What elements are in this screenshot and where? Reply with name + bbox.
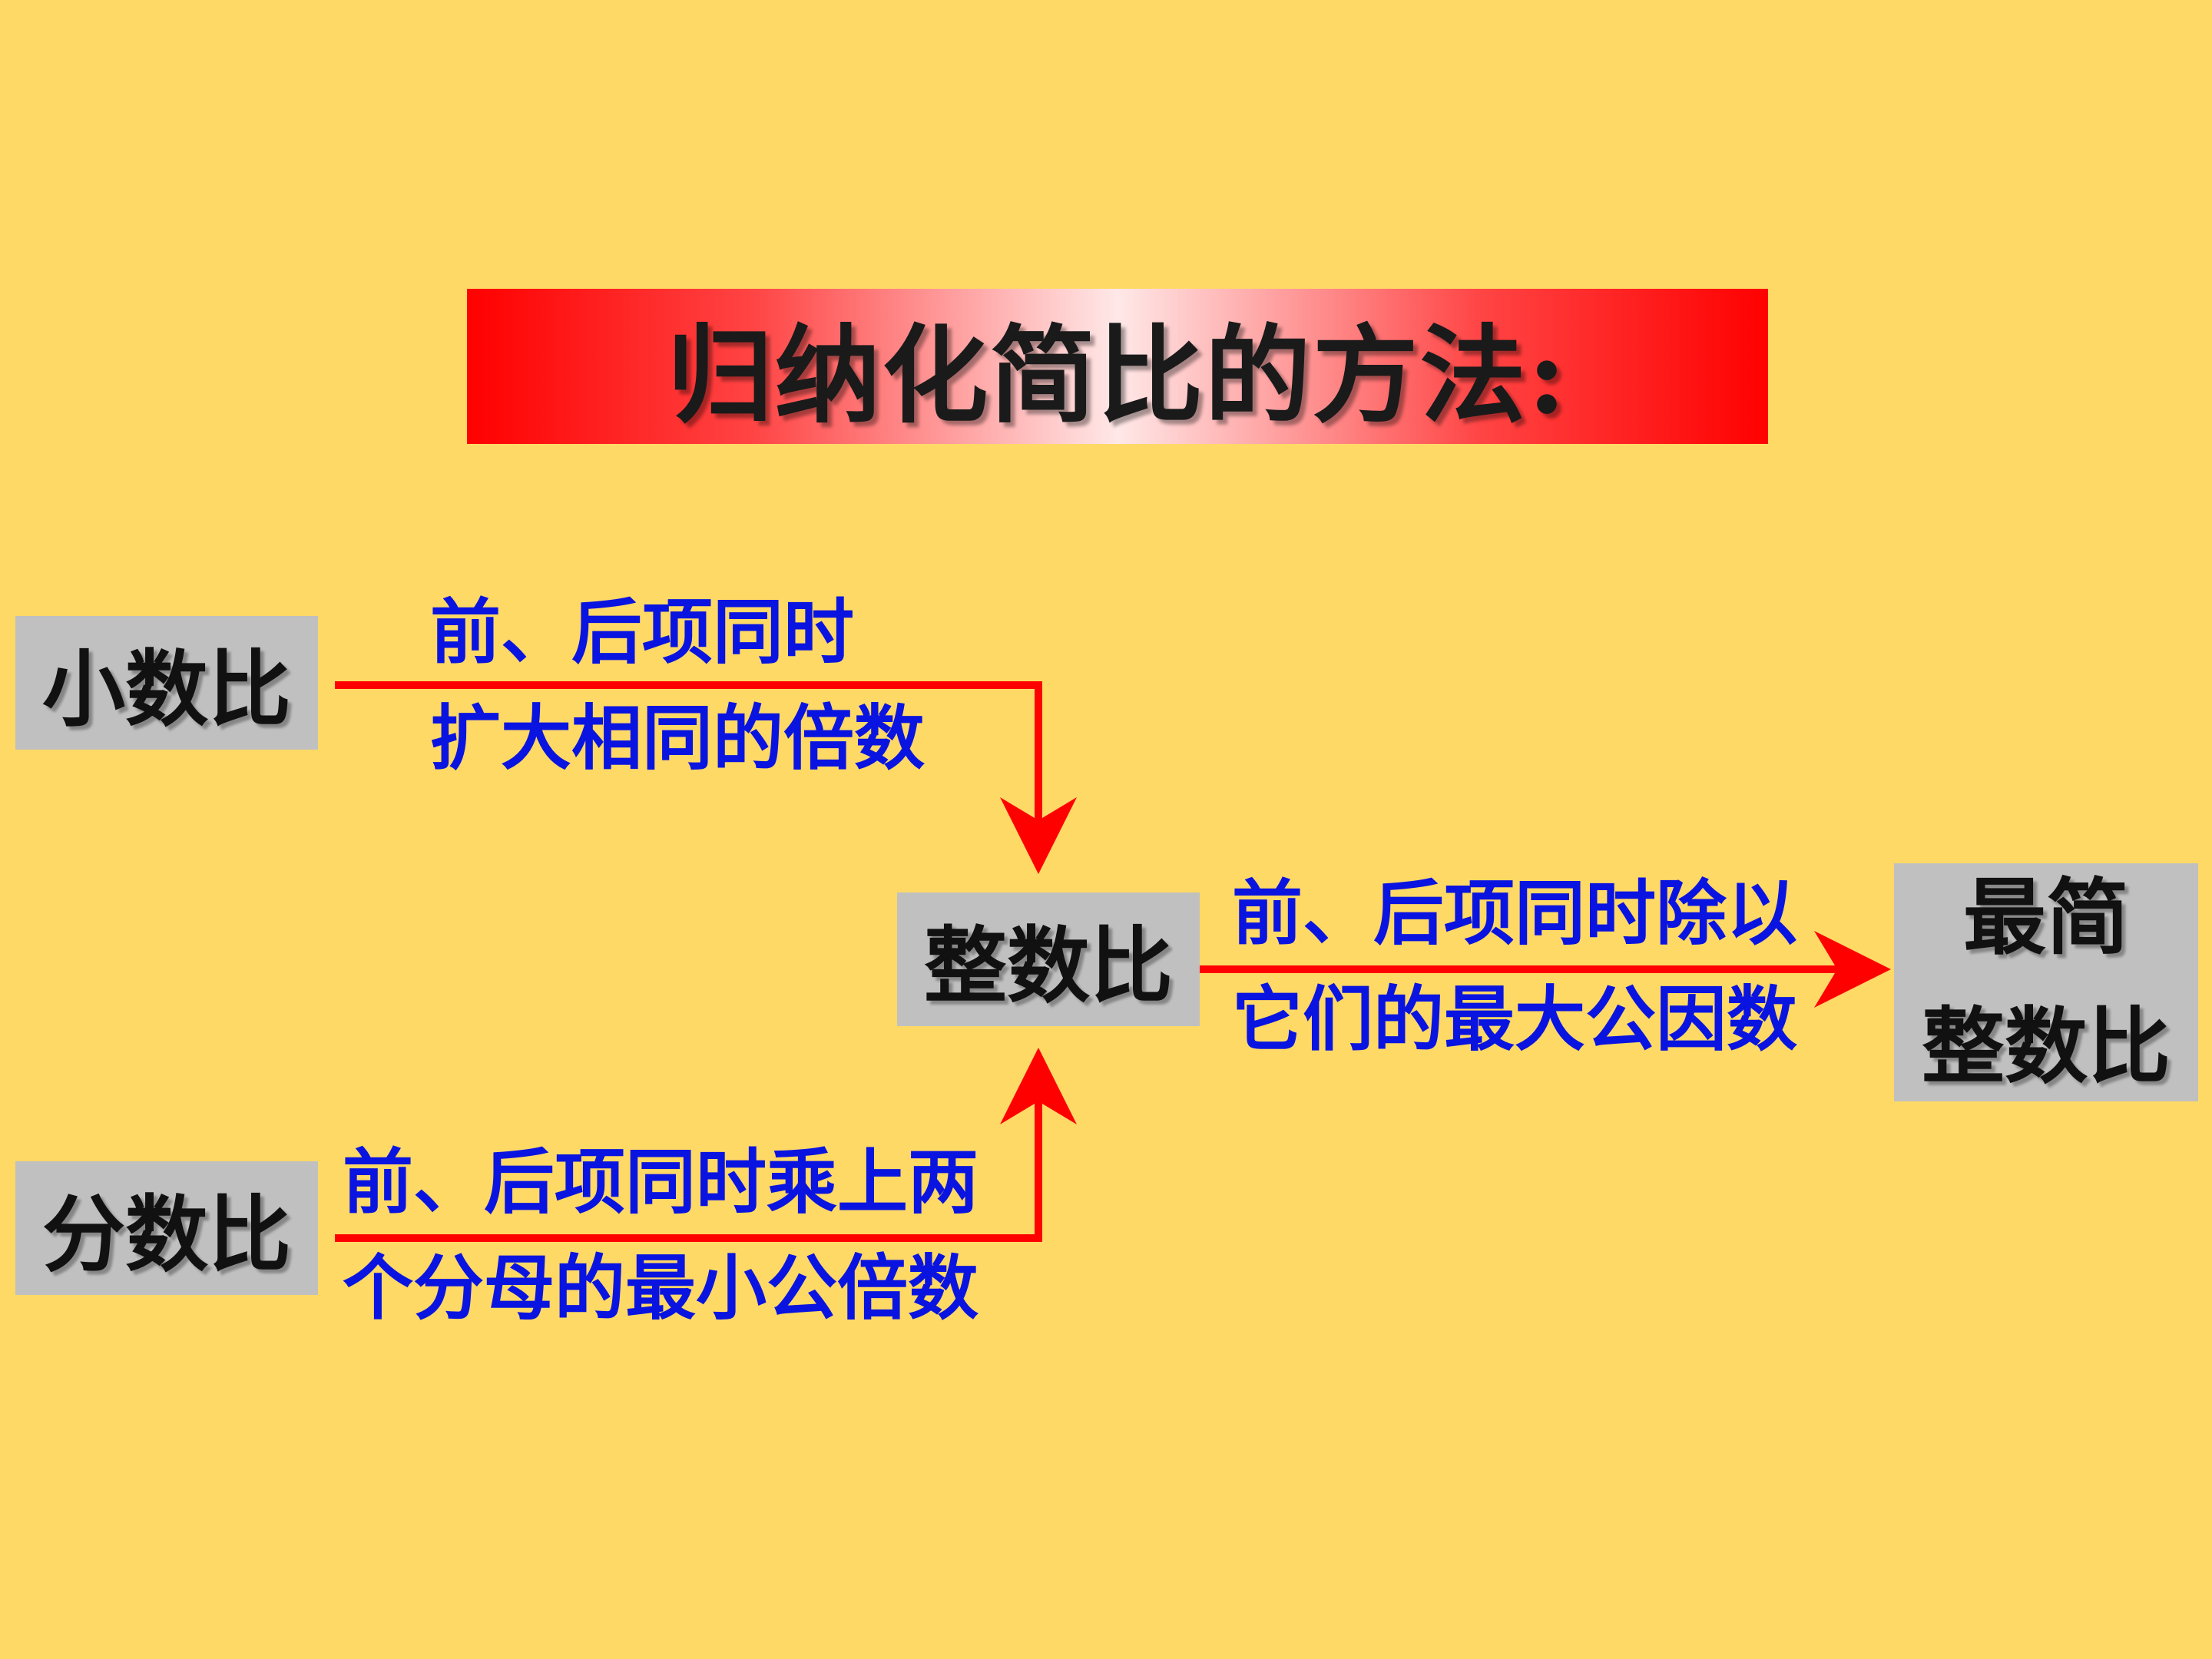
fraction-method-text: 前、后项同时乘上两 个分母的最小公倍数 (343, 1129, 979, 1341)
decimal-ratio-label: 小数比 (41, 641, 291, 738)
fraction-method-line1: 前、后项同时乘上两 (343, 1141, 979, 1224)
integer-method-line1: 前、后项同时除以 (1232, 872, 1798, 955)
integer-method-text: 前、后项同时除以 它们的最大公因数 (1232, 860, 1797, 1072)
decimal-ratio-box: 小数比 (15, 616, 318, 750)
fraction-method-line2: 个分母的最小公倍数 (343, 1247, 979, 1330)
decimal-method-line1: 前、后项同时 (430, 591, 855, 674)
integer-ratio-box: 整数比 (897, 892, 1200, 1026)
fraction-ratio-box: 分数比 (15, 1161, 318, 1295)
simplest-label-line2: 整数比 (1921, 998, 2171, 1095)
decimal-method-text: 前、后项同时 扩大相同的倍数 (430, 579, 925, 791)
fraction-ratio-label: 分数比 (41, 1187, 291, 1283)
simplest-label-line1: 最简 (1962, 869, 2129, 966)
integer-ratio-label: 整数比 (923, 918, 1173, 1015)
simplest-integer-ratio-box: 最简 整数比 (1894, 863, 2198, 1101)
integer-method-line2: 它们的最大公因数 (1232, 978, 1798, 1061)
title-banner: 归纳化简比的方法: (467, 289, 1768, 444)
arrow-decimal-to-integer (335, 681, 1077, 874)
arrow-fraction-to-integer (335, 1048, 1077, 1242)
page-title: 归纳化简比的方法: (667, 313, 1568, 438)
decimal-method-line2: 扩大相同的倍数 (430, 697, 926, 780)
